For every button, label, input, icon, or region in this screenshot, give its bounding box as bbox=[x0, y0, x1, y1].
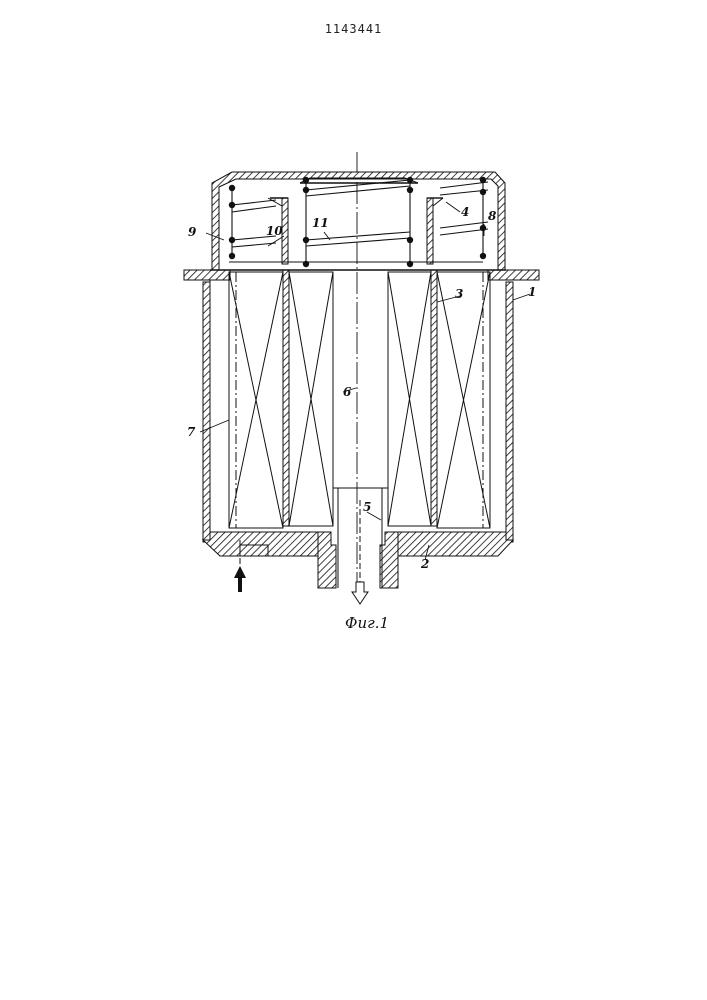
label-8: 8 bbox=[488, 209, 497, 223]
label-4: 4 bbox=[461, 205, 469, 219]
label-11: 11 bbox=[312, 216, 329, 230]
label-2: 2 bbox=[420, 557, 429, 571]
spring-contact-dots bbox=[229, 177, 486, 267]
outlet-arrow bbox=[352, 500, 368, 604]
bottom-plate bbox=[203, 532, 513, 588]
lid bbox=[212, 172, 505, 270]
spring-cup bbox=[268, 198, 443, 264]
label-7: 7 bbox=[187, 425, 196, 439]
label-5: 5 bbox=[363, 500, 371, 514]
springs bbox=[232, 178, 488, 266]
label-9: 9 bbox=[188, 225, 197, 239]
label-1: 1 bbox=[528, 285, 536, 299]
figure-caption: Фиг.1 bbox=[345, 614, 389, 632]
label-6: 6 bbox=[343, 385, 352, 399]
filter-cartridges bbox=[229, 272, 490, 528]
label-3: 3 bbox=[455, 287, 463, 301]
label-10: 10 bbox=[266, 224, 283, 238]
